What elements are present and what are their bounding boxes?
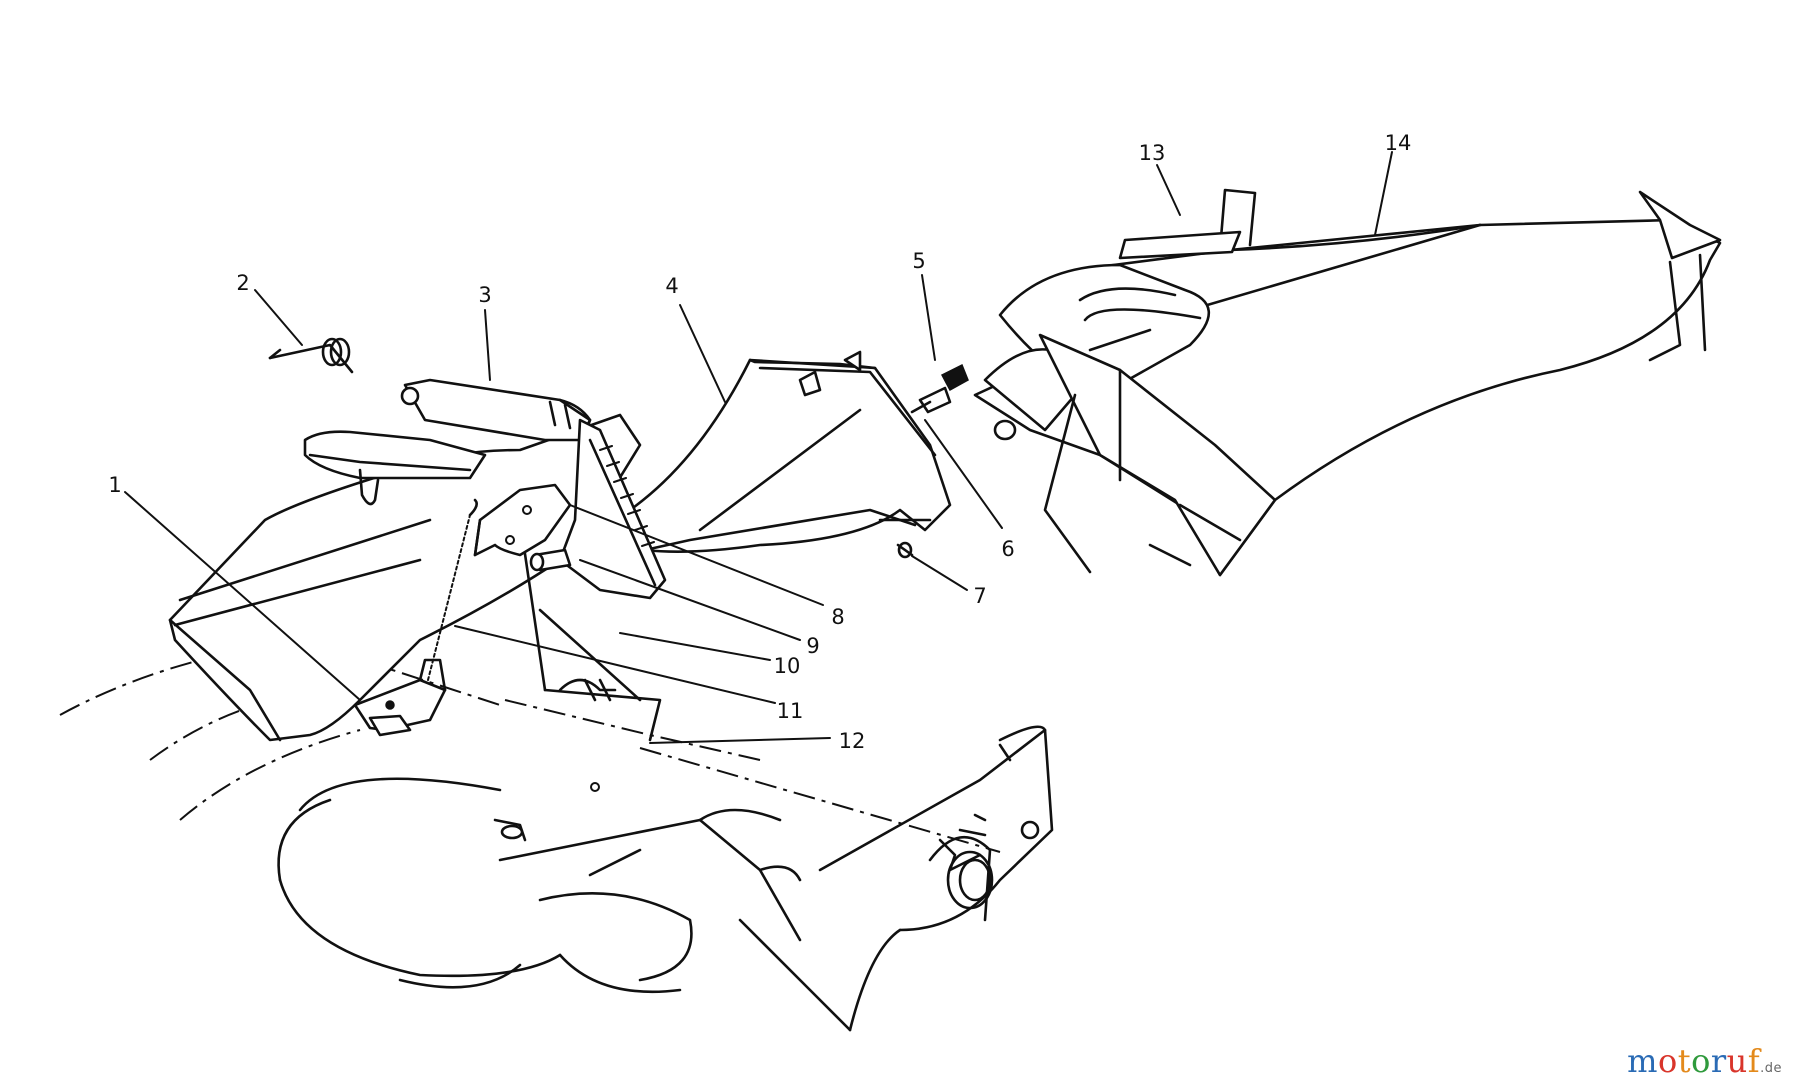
watermark-letter: o [1691, 1042, 1711, 1080]
watermark-letter: m [1627, 1042, 1658, 1080]
callout-1: 1 [108, 473, 121, 497]
watermark-letter: f [1747, 1042, 1761, 1080]
callout-10: 10 [774, 654, 801, 678]
callout-3: 3 [478, 283, 491, 307]
callout-8: 8 [831, 605, 844, 629]
callout-11: 11 [777, 699, 804, 723]
part-13-flap [1118, 230, 1242, 260]
part-7-screw [896, 541, 914, 559]
watermark-logo: motoruf.de [1627, 1042, 1782, 1080]
part-5-knob [910, 363, 969, 414]
callout-9: 9 [806, 634, 819, 658]
callout-14: 14 [1385, 131, 1412, 155]
leader-lines [124, 151, 1393, 744]
part-9-pin [529, 548, 572, 572]
part-4-deflector [628, 350, 952, 553]
part-14-rear-chute [973, 188, 1722, 577]
part-8-hinge-plate [473, 483, 572, 557]
callout-4: 4 [665, 274, 678, 298]
part-1-bracket [353, 658, 447, 737]
part-2-torsion-spring [268, 337, 354, 374]
watermark-letter: r [1710, 1042, 1727, 1080]
callout-6: 6 [1001, 537, 1014, 561]
callout-12: 12 [839, 729, 866, 753]
watermark-letter: t [1677, 1042, 1692, 1080]
part-11-spring [427, 498, 478, 681]
callout-7: 7 [973, 584, 986, 608]
callout-5: 5 [912, 249, 925, 273]
callout-2: 2 [236, 271, 249, 295]
watermark-letter: o [1657, 1042, 1678, 1080]
watermark-letter: u [1726, 1042, 1748, 1080]
mower-deck [59, 638, 1054, 1032]
callout-labels: 1 2 3 4 5 6 7 8 9 10 11 12 13 14 [108, 131, 1411, 753]
callout-13: 13 [1139, 141, 1166, 165]
watermark-tld: .de [1760, 1061, 1782, 1076]
